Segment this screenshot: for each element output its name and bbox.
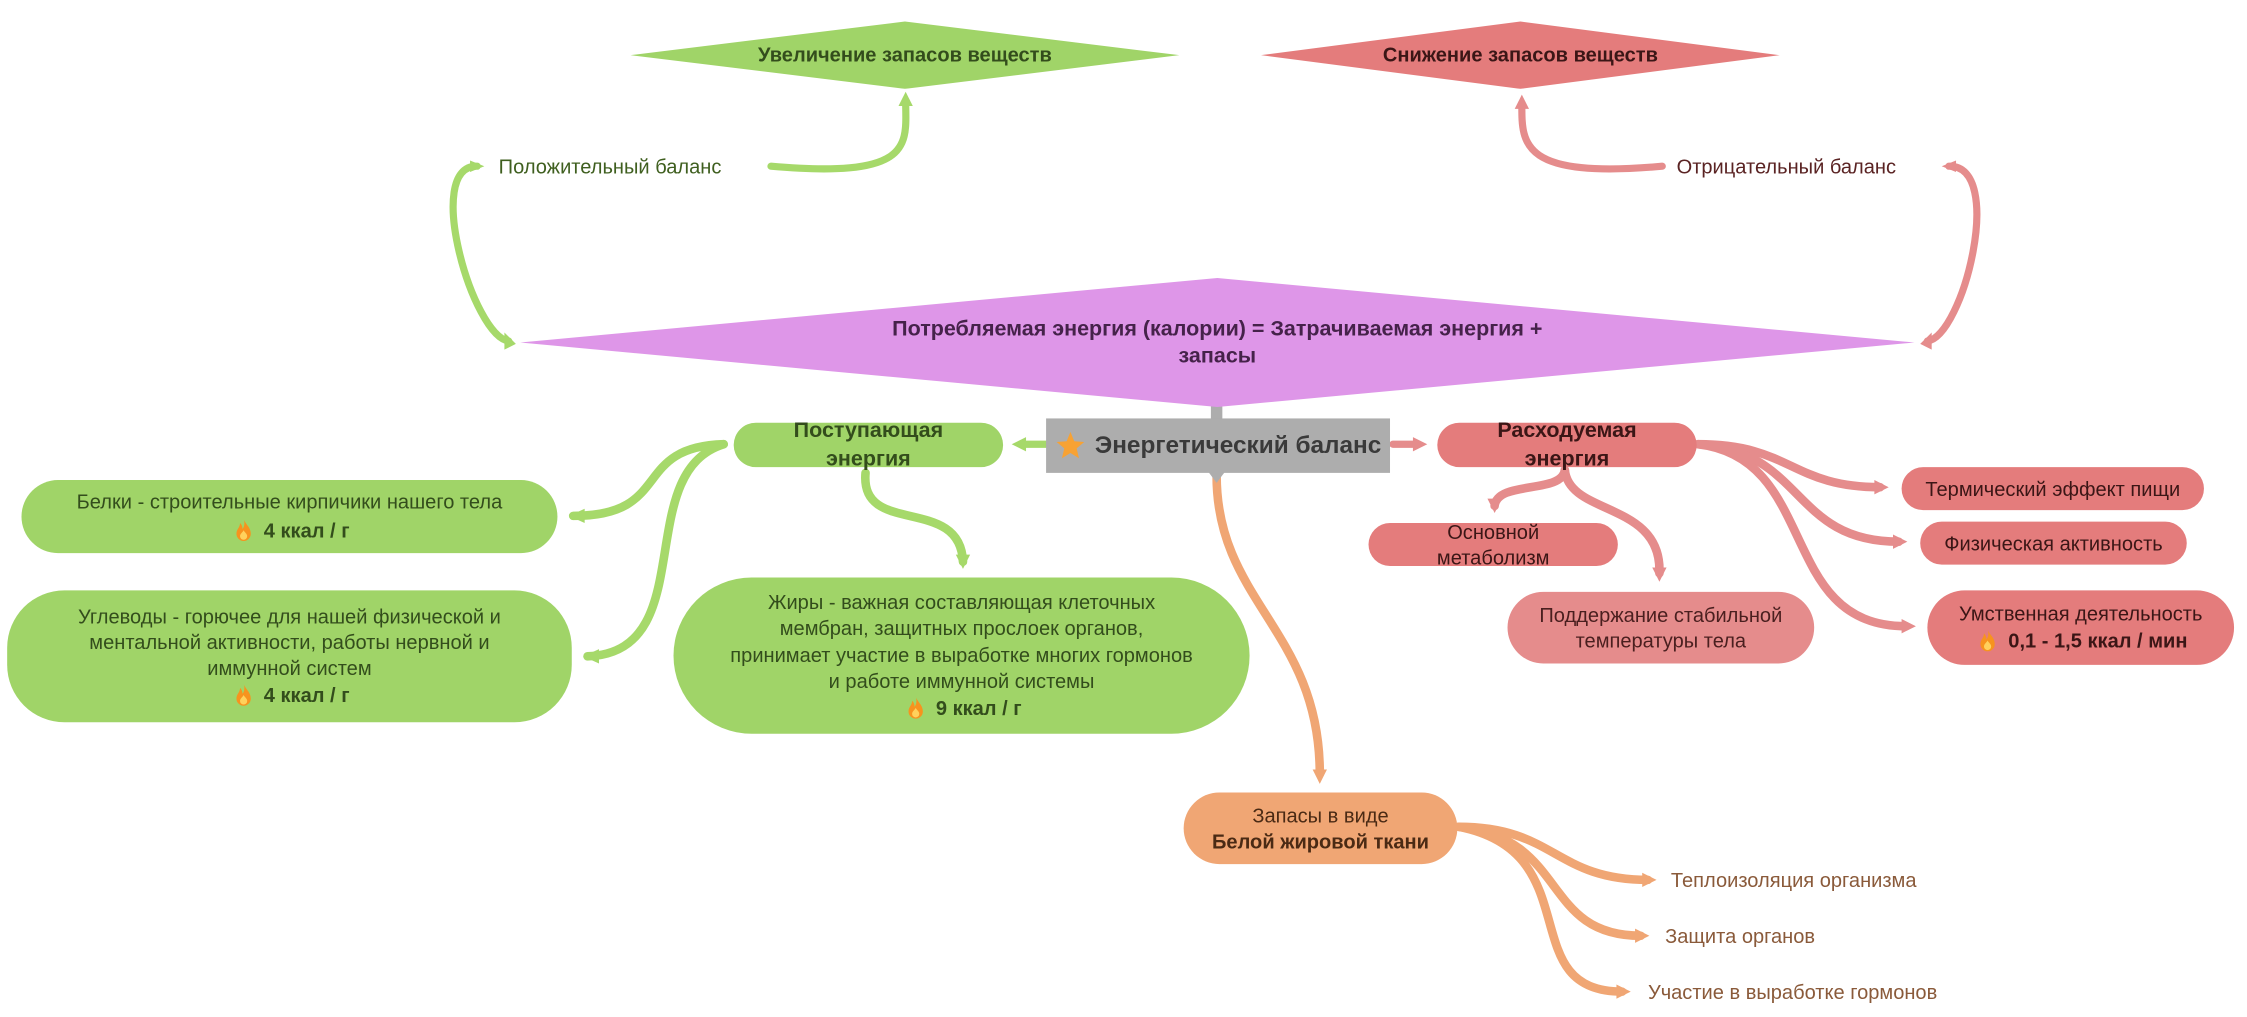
decrease-reserves-label: Снижение запасов веществ xyxy=(1382,43,1658,67)
carbs-node[interactable]: Углеводы - горючее для нашей физической … xyxy=(7,590,572,723)
carbs-line-3: иммунной систем xyxy=(207,656,372,680)
fire-icon xyxy=(236,683,251,707)
link-expended-basal xyxy=(1490,465,1570,511)
fats-line-4: и работе иммунной системы xyxy=(828,668,1095,692)
expended-energy-label: Расходуемая энергия xyxy=(1497,418,1637,471)
link-expended-physical xyxy=(1693,439,1904,546)
decrease-reserves-node[interactable]: Снижение запасов веществ xyxy=(1261,21,1780,89)
fats-line-2: мембран, защитных прослоек органов, xyxy=(779,616,1144,640)
increase-reserves-label: Увеличение запасов веществ xyxy=(758,43,1052,67)
link-formula-positive xyxy=(449,162,513,345)
mental-activity-kcal: 0,1 - 1,5 ккал / мин xyxy=(2008,629,2188,653)
fire-icon xyxy=(236,517,251,541)
incoming-energy-label: Поступающая энергия xyxy=(793,418,944,471)
formula-node[interactable]: Потребляемая энергия (калории) = Затрачи… xyxy=(520,278,1915,407)
expended-energy-node[interactable]: Расходуемая энергия xyxy=(1437,418,1697,471)
incoming-energy-node[interactable]: Поступающая энергия xyxy=(733,418,1004,471)
mental-activity-label: Умственная деятельность xyxy=(1958,601,2203,625)
thermoregulation-line-1: Поддержание стабильной xyxy=(1539,603,1783,626)
link-incoming-carbs xyxy=(583,439,728,661)
proteins-kcal: 4 ккал / г xyxy=(263,518,350,541)
storage-line-2: Белой жировой ткани xyxy=(1212,829,1430,853)
thermic-effect-node[interactable]: Термический эффект пищи xyxy=(1901,467,2204,511)
basal-metabolism-label: Основной метаболизм xyxy=(1436,519,1550,569)
physical-activity-node[interactable]: Физическая активность xyxy=(1920,521,2187,565)
link-center-storage xyxy=(1212,471,1325,779)
negative-balance-label[interactable]: Отрицательный баланс xyxy=(1676,154,1897,178)
link-storage-item-3 xyxy=(1454,822,1627,996)
thermic-effect-label: Термический эффект пищи xyxy=(1925,477,2181,500)
proteins-text: Белки - строительные кирпичики нашего те… xyxy=(76,490,503,514)
storage-node[interactable]: Запасы в виде Белой жировой ткани xyxy=(1183,792,1458,865)
storage-line-1: Запасы в виде xyxy=(1252,803,1389,827)
fats-line-1: Жиры - важная составляющая клеточных xyxy=(767,590,1156,614)
basal-metabolism-node[interactable]: Основной метаболизм xyxy=(1368,520,1618,569)
physical-activity-label: Физическая активность xyxy=(1944,531,2163,555)
carbs-line-1: Углеводы - горючее для нашей физической … xyxy=(78,604,501,628)
carbs-line-2: ментальной активности, работы нервной и xyxy=(89,630,490,654)
storage-item-organ-protection[interactable]: Защита органов xyxy=(1665,924,1816,948)
thermoregulation-node[interactable]: Поддержание стабильной температуры тела xyxy=(1507,591,1815,664)
positive-balance-label[interactable]: Положительный баланс xyxy=(498,154,722,178)
link-positive-increase xyxy=(767,96,910,173)
storage-item-hormones[interactable]: Участие в выработке гормонов xyxy=(1647,980,1938,1004)
formula-line-1: Потребляемая энергия (калории) = Затрачи… xyxy=(892,315,1543,341)
fats-kcal: 9 ккал / г xyxy=(935,696,1022,720)
fats-node[interactable]: Жиры - важная составляющая клеточных мем… xyxy=(673,577,1250,734)
link-incoming-proteins xyxy=(568,439,728,521)
formula-line-2: запасы xyxy=(1178,343,1257,369)
center-pointer xyxy=(1208,471,1226,483)
fats-line-3: принимает участие в выработке многих гор… xyxy=(730,642,1193,666)
fire-icon xyxy=(1981,628,1996,652)
mental-activity-node[interactable]: Умственная деятельность 0,1 - 1,5 ккал /… xyxy=(1927,590,2235,665)
fire-icon xyxy=(908,695,923,719)
link-expended-thermo xyxy=(1560,465,1664,578)
carbs-kcal: 4 ккал / г xyxy=(263,683,350,707)
star-icon xyxy=(1056,431,1085,459)
increase-reserves-node[interactable]: Увеличение запасов веществ xyxy=(630,21,1180,89)
link-expended-mental xyxy=(1693,439,1911,631)
storage-item-insulation[interactable]: Теплоизоляция организма xyxy=(1670,868,1917,892)
link-negative-decrease xyxy=(1518,99,1666,173)
link-formula-negative xyxy=(1923,162,1981,345)
link-incoming-fats xyxy=(861,468,968,567)
energy-balance-center-node[interactable]: Энергетический баланс xyxy=(1046,418,1391,473)
proteins-node[interactable]: Белки - строительные кирпичики нашего те… xyxy=(21,480,558,554)
thermoregulation-line-2: температуры тела xyxy=(1575,629,1747,653)
center-label: Энергетический баланс xyxy=(1094,431,1382,459)
